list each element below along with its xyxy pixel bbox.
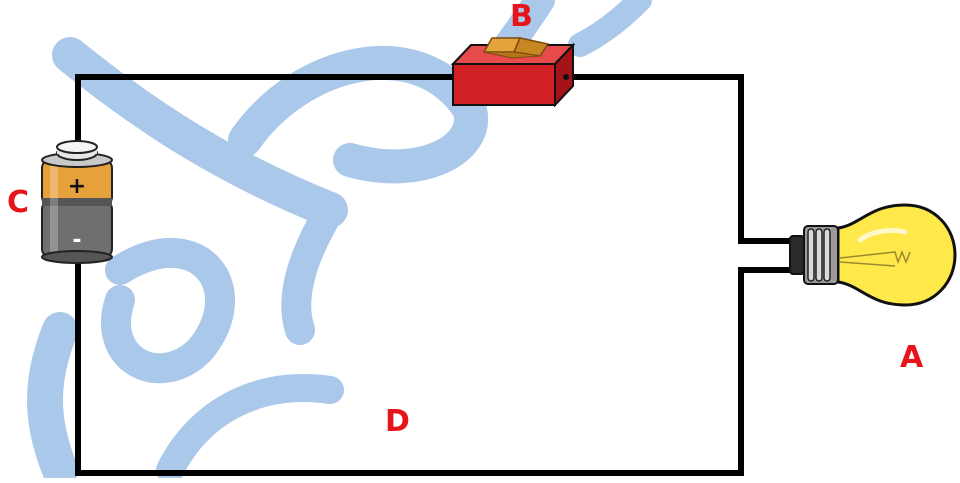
wire-top-left [75, 74, 453, 148]
battery-icon: + - [41, 140, 113, 264]
label-circuit: D [385, 404, 410, 439]
battery-positive-sign: + [68, 174, 86, 199]
lightbulb-icon [789, 203, 957, 307]
wires [75, 74, 792, 476]
wire-bottom [75, 255, 792, 476]
wire-top-right [572, 74, 792, 244]
watermark [27, 0, 652, 483]
switch-icon [450, 37, 576, 108]
label-bulb: A [900, 340, 924, 375]
battery-negative-sign: - [72, 228, 81, 253]
label-switch: B [510, 0, 533, 34]
label-battery: C [7, 185, 30, 220]
